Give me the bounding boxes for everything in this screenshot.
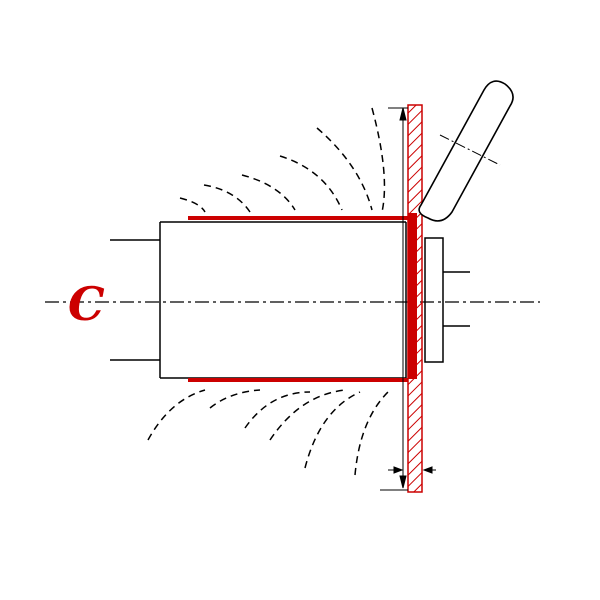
label-c: C [68,277,105,331]
field-lines [147,107,389,476]
hardened-surfaces [188,216,408,382]
thickness-dimension [380,107,436,491]
hatched-plate [407,104,423,493]
inclined-tool [418,80,514,222]
